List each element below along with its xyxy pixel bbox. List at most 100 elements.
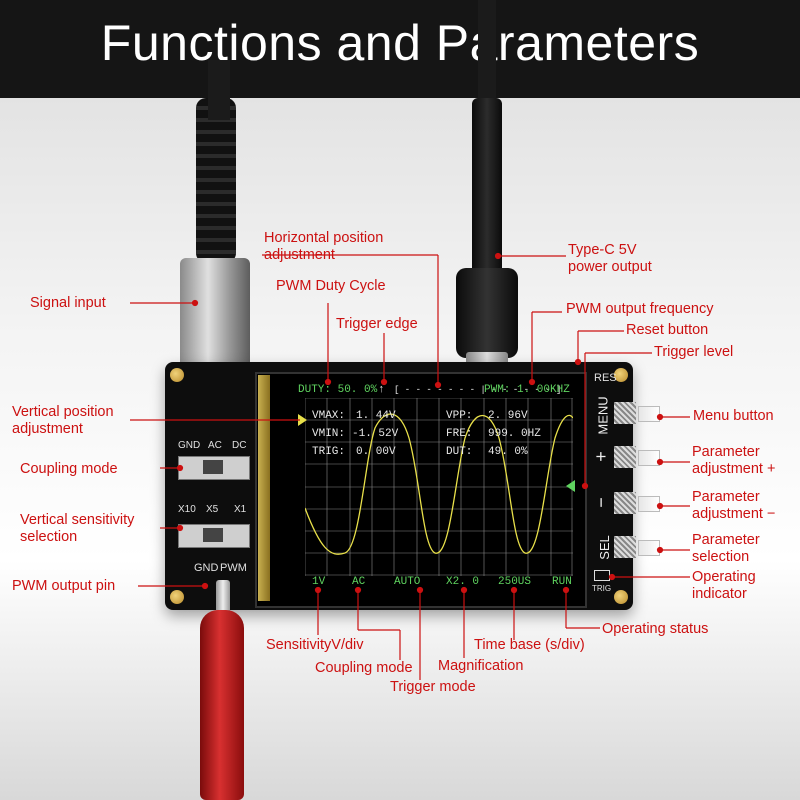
- label-magnification: Magnification: [438, 658, 524, 674]
- label-horizontal-position: Horizontal position adjustment: [264, 230, 383, 264]
- magnification-readout: X2. 0: [446, 576, 480, 588]
- trigger-mode-readout: AUTO: [394, 576, 421, 588]
- sine-trace: [305, 413, 573, 555]
- switch-label-ac: AC: [208, 440, 222, 451]
- switch-label-gnd: GND: [178, 440, 201, 451]
- trig-label: TRIG:: [312, 446, 346, 458]
- label-line: adjustment: [12, 421, 83, 437]
- sel-button[interactable]: [614, 536, 636, 558]
- res-label: RES: [594, 372, 617, 384]
- menu-button[interactable]: [614, 402, 636, 424]
- lcd-screen: [255, 372, 587, 608]
- label-type-c: Type-C 5V power output: [568, 242, 652, 276]
- time-base-readout: 250US: [498, 576, 532, 588]
- plus-button[interactable]: [614, 446, 636, 468]
- vmin-value: -1. 52V: [352, 428, 399, 440]
- usb-cable: [472, 98, 502, 274]
- vmax-value: 1. 44V: [356, 410, 396, 422]
- dut-value: 49. 0%: [488, 446, 528, 458]
- alligator-clip: [200, 610, 244, 800]
- switch-label-x5: X5: [206, 504, 219, 515]
- duty-readout: DUTY: 50. 0%: [298, 384, 378, 396]
- usb-c-plug: [456, 268, 518, 358]
- label-line: Parameter: [692, 489, 760, 505]
- coupling-readout: AC: [352, 576, 366, 588]
- vertical-position-marker-icon: [298, 414, 307, 426]
- label-line: Vertical sensitivity: [20, 512, 135, 528]
- label-line: Parameter: [692, 532, 760, 548]
- screw-icon: [170, 590, 184, 604]
- plus-button-cap[interactable]: [638, 450, 660, 466]
- switch-label-dc: DC: [232, 440, 247, 451]
- label-operating-indicator: Operating indicator: [692, 569, 756, 603]
- label-parameter-selection: Parameter selection: [692, 532, 760, 566]
- trig-label-board: TRIG: [592, 584, 612, 593]
- label-operating-status: Operating status: [602, 621, 709, 637]
- label-vertical-sensitivity: Vertical sensitivity selection: [20, 512, 134, 546]
- dut-label: DUT:: [446, 446, 473, 458]
- switch-label-x10: X10: [178, 504, 196, 515]
- sensitivity-readout: 1V: [312, 576, 326, 588]
- label-line: adjustment: [264, 247, 335, 263]
- screw-icon: [614, 368, 628, 382]
- bnc-cable-upper: [208, 60, 230, 120]
- bnc-connector: [180, 258, 250, 373]
- label-menu-button: Menu button: [693, 408, 774, 424]
- label-coupling-mode-left: Coupling mode: [20, 461, 118, 477]
- bnc-cable: [196, 98, 236, 263]
- label-line: Type-C 5V: [568, 242, 637, 258]
- screw-icon: [614, 590, 628, 604]
- label-time-base: Time base (s/div): [474, 637, 585, 653]
- label-trigger-edge: Trigger edge: [336, 316, 418, 332]
- usb-cable-upper: [478, 0, 496, 98]
- minus-button[interactable]: [614, 492, 636, 514]
- label-trigger-mode: Trigger mode: [390, 679, 476, 695]
- banner-title: Functions and Parameters: [100, 15, 700, 71]
- pin-label-gnd: GND: [194, 562, 219, 574]
- label-line: Horizontal position: [264, 230, 384, 246]
- vmax-label: VMAX:: [312, 410, 346, 422]
- lcd-flex-edge: [258, 375, 270, 601]
- switch-label-x1: X1: [234, 504, 247, 515]
- screw-icon: [170, 368, 184, 382]
- sensitivity-switch[interactable]: [178, 524, 250, 548]
- vpp-label: VPP:: [446, 410, 473, 422]
- waveform-display: [305, 398, 573, 576]
- label-line: Parameter: [692, 444, 760, 460]
- label-parameter-adj-plus: Parameter adjustment +: [692, 444, 775, 478]
- label-signal-input: Signal input: [30, 295, 106, 311]
- label-line: Operating: [692, 569, 756, 585]
- fre-value: 999. 0HZ: [488, 428, 541, 440]
- vpp-value: 2. 96V: [488, 410, 528, 422]
- pin-label-pwm: PWM: [220, 562, 247, 574]
- run-status-readout: RUN: [552, 576, 572, 588]
- vmin-label: VMIN:: [312, 428, 346, 440]
- label-trigger-level: Trigger level: [654, 344, 734, 360]
- trigger-level-marker-icon: [566, 480, 575, 492]
- label-line: selection: [20, 529, 78, 545]
- label-parameter-adj-minus: Parameter adjustment −: [692, 489, 775, 523]
- label-pwm-duty-cycle: PWM Duty Cycle: [276, 278, 386, 294]
- label-vertical-position: Vertical position adjustment: [12, 404, 114, 438]
- label-line: selection: [692, 549, 750, 565]
- label-coupling-mode-bottom: Coupling mode: [315, 660, 413, 676]
- label-sensitivity: SensitivityV/div: [266, 637, 364, 653]
- label-line: power output: [568, 259, 652, 275]
- label-line: adjustment +: [692, 461, 776, 477]
- coupling-switch[interactable]: [178, 456, 250, 480]
- pwm-frequency-readout: PWM: 1. 00KHZ: [484, 384, 570, 396]
- trig-value: 0. 00V: [356, 446, 396, 458]
- label-pwm-output-pin: PWM output pin: [12, 578, 116, 594]
- fre-label: FRE:: [446, 428, 473, 440]
- title-banner: Functions and Parameters: [0, 0, 800, 98]
- label-line: Vertical position: [12, 404, 114, 420]
- label-line: adjustment −: [692, 506, 776, 522]
- label-reset-button: Reset button: [626, 322, 709, 338]
- horizontal-position-bar: [ - - - - - - - | - - - - - - ]: [394, 385, 562, 395]
- trigger-edge-arrow: ↑: [378, 384, 385, 396]
- label-line: indicator: [692, 586, 747, 602]
- grid: [305, 398, 573, 576]
- label-pwm-output-frequency: PWM output frequency: [566, 301, 714, 317]
